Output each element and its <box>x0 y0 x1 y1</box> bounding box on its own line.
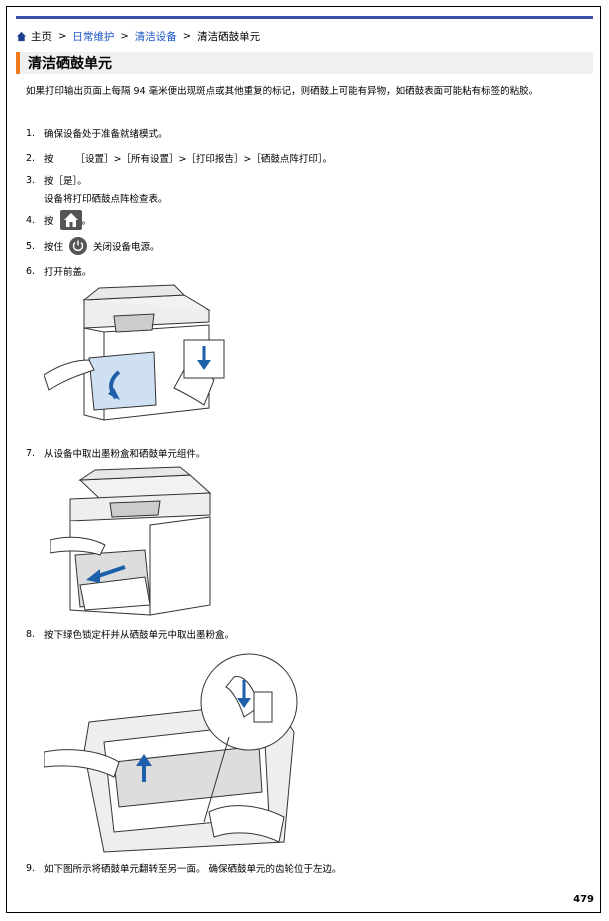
step-text: 按［是］。 <box>44 176 87 187</box>
home-button-icon <box>59 210 82 230</box>
step-text-end: 。 <box>81 216 92 227</box>
step-4: 4. 按 。 <box>26 210 91 230</box>
title-accent-bar <box>16 52 20 74</box>
chevron-right-icon: > <box>182 31 192 42</box>
step-9: 9. 如下图所示将硒鼓单元翻转至另一面。 确保硒鼓单元的齿轮位于左边。 <box>26 861 342 876</box>
power-button-icon <box>69 237 88 255</box>
title-block: 清洁硒鼓单元 <box>16 52 593 74</box>
step-8: 8. 按下绿色锁定杆并从硒鼓单元中取出墨粉盒。 <box>26 627 235 642</box>
step-number: 1. <box>26 127 36 139</box>
step-1: 1. 确保设备处于准备就绪模式。 <box>26 126 168 141</box>
step-number: 8. <box>26 628 36 640</box>
step-text: 按 <box>44 216 54 227</box>
top-rule <box>16 16 593 19</box>
breadcrumb: 主页 > 日常维护 > 清洁设备 > 清洁硒鼓单元 <box>16 29 260 44</box>
step-number: 7. <box>26 447 36 459</box>
breadcrumb-link-maintenance[interactable]: 日常维护 <box>72 31 115 43</box>
page-number: 479 <box>573 894 594 905</box>
step-6: 6. 打开前盖。 <box>26 264 92 279</box>
breadcrumb-current: 清洁硒鼓单元 <box>197 31 261 43</box>
home-icon <box>16 31 27 42</box>
chevron-right-icon: > <box>120 31 129 42</box>
illustration-press-green-lever <box>44 653 298 853</box>
page-frame <box>6 6 601 913</box>
step-text: 按 <box>44 154 54 165</box>
step-7: 7. 从设备中取出墨粉盒和硒鼓单元组件。 <box>26 446 206 461</box>
step-text: 如下图所示将硒鼓单元翻转至另一面。 确保硒鼓单元的齿轮位于左边。 <box>44 864 342 875</box>
step-text: 确保设备处于准备就绪模式。 <box>44 129 168 140</box>
step-number: 4. <box>26 214 36 226</box>
step-number: 9. <box>26 862 36 874</box>
intro-paragraph: 如果打印输出页面上每隔 94 毫米便出现斑点或其他重复的标记，则硒鼓上可能有异物… <box>26 86 539 97</box>
page-title: 清洁硒鼓单元 <box>28 56 112 72</box>
step-number: 5. <box>26 240 36 252</box>
step-text-end: 关闭设备电源。 <box>93 242 160 253</box>
step-number: 6. <box>26 265 36 277</box>
step-text: 按住 <box>44 242 64 253</box>
step-3: 3. 按［是］。 <box>26 173 87 188</box>
step-number: 2. <box>26 152 36 164</box>
step-text: 从设备中取出墨粉盒和硒鼓单元组件。 <box>44 449 206 460</box>
step-2: 2. 按 ［设置］>［所有设置］>［打印报告］>［硒鼓点阵打印］。 <box>26 151 333 166</box>
breadcrumb-home[interactable]: 主页 <box>31 31 52 43</box>
illustration-remove-drum-toner <box>50 466 212 616</box>
step-number: 3. <box>26 174 36 186</box>
breadcrumb-link-clean[interactable]: 清洁设备 <box>134 31 177 43</box>
step-text: 打开前盖。 <box>44 267 92 278</box>
step-3-note: 设备将打印硒鼓点阵检查表。 <box>44 194 168 205</box>
step-menu-path: ［设置］>［所有设置］>［打印报告］>［硒鼓点阵打印］。 <box>75 154 333 165</box>
step-5: 5. 按住 关闭设备电源。 <box>26 237 160 255</box>
illustration-open-front-cover <box>44 284 225 421</box>
step-text: 按下绿色锁定杆并从硒鼓单元中取出墨粉盒。 <box>44 630 235 641</box>
chevron-right-icon: > <box>58 31 67 42</box>
